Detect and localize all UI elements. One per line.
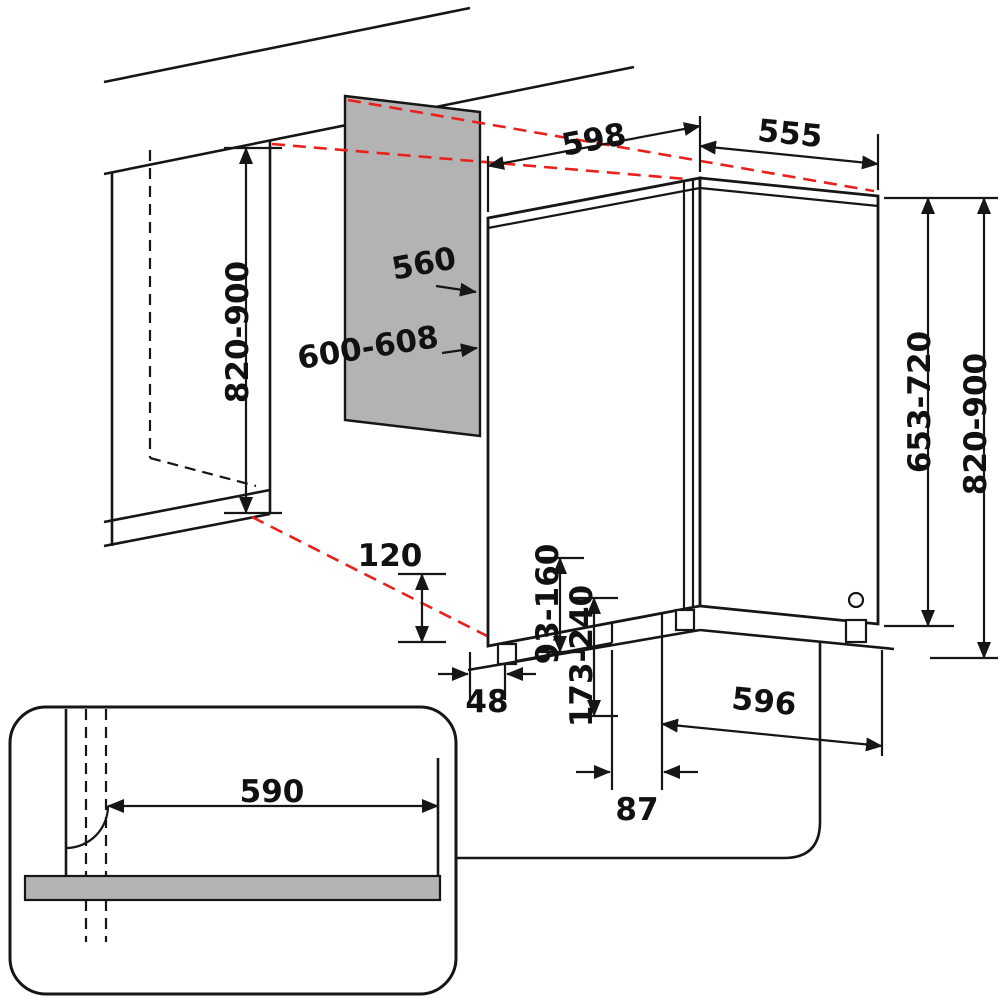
dim-label-front-gap: 48 <box>465 684 508 720</box>
appliance-top-inner-side <box>699 186 879 208</box>
dim-front-gap: 48 <box>438 652 536 720</box>
pointer-arrow <box>441 343 478 358</box>
dim-label-bottom-depth: 596 <box>730 681 798 723</box>
dim-label-total-height: 820-900 <box>958 353 994 495</box>
dim-niche-height-left: 820-900 <box>220 146 282 515</box>
dim-plinth-low: 93-160 <box>530 544 584 665</box>
alignment-guides <box>251 98 875 642</box>
guide-top-back <box>347 98 875 193</box>
dim-label-appliance-height: 653-720 <box>902 331 938 473</box>
dim-label-plinth-low: 93-160 <box>530 544 566 665</box>
inset-connector-line <box>456 642 822 860</box>
dim-label-plinth-width: 590 <box>240 774 305 810</box>
dim-label-plinth-high: 173-240 <box>564 585 600 727</box>
appliance-side-face <box>698 176 880 626</box>
worktop-edge-upper <box>103 6 471 84</box>
door-swing-arc <box>65 805 110 850</box>
guide-bottom <box>251 515 496 642</box>
floor-edge-side <box>699 628 895 651</box>
dim-bottom-depth: 596 <box>660 614 884 790</box>
dim-door-offset: 87 <box>576 650 698 828</box>
dim-label-foot-range: 120 <box>358 538 423 574</box>
niche-structure <box>103 94 482 548</box>
guide-top-front <box>271 142 699 182</box>
dim-label-door-offset: 87 <box>615 792 658 828</box>
dimension-arrow <box>661 718 883 752</box>
dim-appliance-depth: 555 <box>699 113 880 190</box>
niche-hidden-floor-edge <box>149 456 257 488</box>
dim-total-height-right: 820-900 <box>930 197 998 660</box>
appliance-box <box>467 176 895 672</box>
dim-label-depth: 555 <box>756 113 824 155</box>
dim-label-width: 598 <box>559 116 629 163</box>
plinth-detail-inset: 590 <box>8 705 458 996</box>
niche-side-panel <box>343 94 482 438</box>
dim-appliance-height-right: 653-720 <box>884 196 998 628</box>
plinth-board <box>23 874 442 902</box>
front-right-foot <box>674 608 696 632</box>
rear-foot-adjuster-screw <box>847 591 865 609</box>
dim-foot-range: 120 <box>358 538 446 644</box>
dimension-arrow <box>699 140 879 170</box>
appliance-front-face <box>486 176 702 648</box>
dim-plinth-high: 173-240 <box>564 585 618 727</box>
dimension-arrow <box>487 122 701 170</box>
pointer-arrow <box>435 282 477 297</box>
floor-edge-left-lower <box>103 512 271 548</box>
rear-foot <box>844 618 868 644</box>
appliance-top-inner-front <box>487 186 701 230</box>
inset-frame <box>8 705 458 996</box>
dim-label-niche-height: 820-900 <box>220 261 256 403</box>
